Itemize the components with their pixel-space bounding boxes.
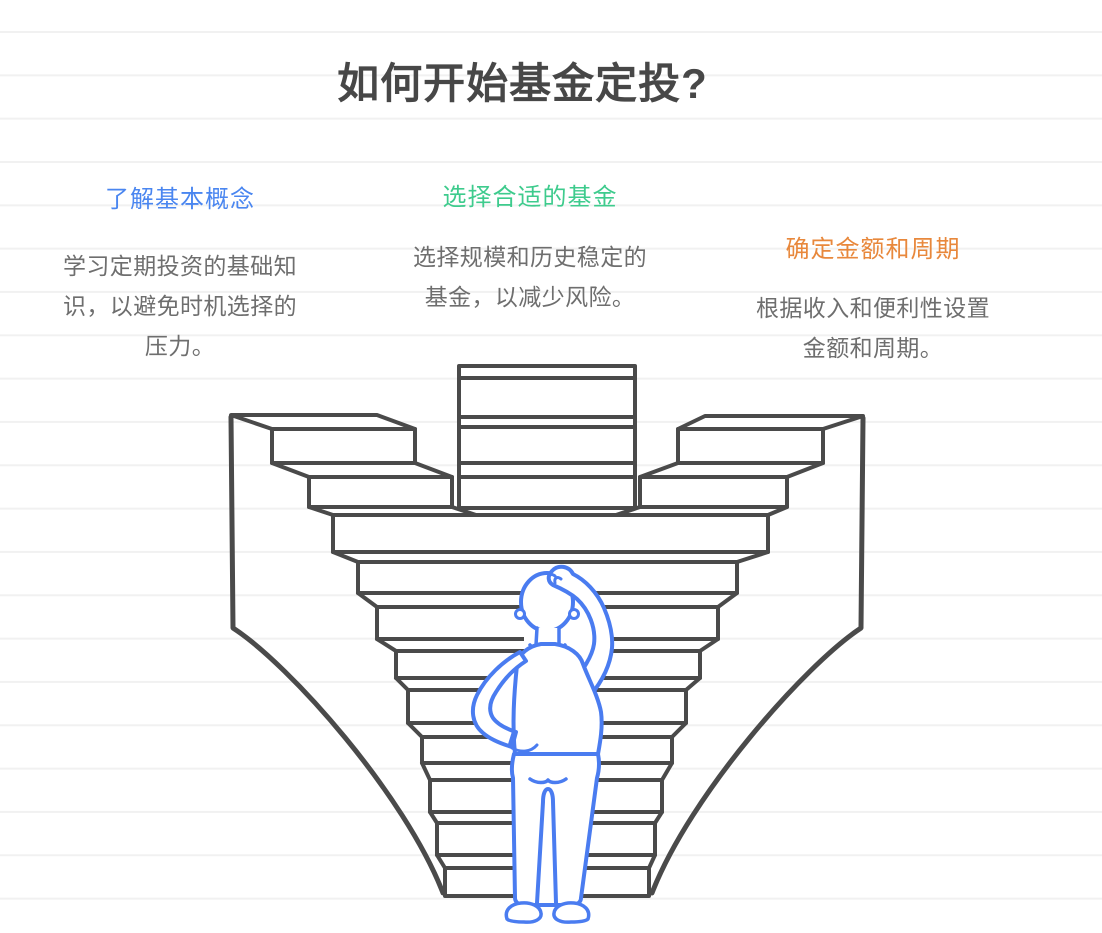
person-ear-right: [568, 608, 580, 620]
person-ear-left: [514, 608, 526, 620]
person-hand-on-hip: [510, 743, 539, 753]
left-tower: [229, 413, 478, 517]
step-3-title: 确定金额和周期: [785, 236, 961, 263]
left-wall: [228, 414, 446, 896]
person-shoe-right: [552, 901, 591, 924]
person-fingers: [547, 573, 563, 585]
person-akimbo-arm: [470, 650, 528, 749]
center-tower: [457, 364, 637, 517]
step-1-description: 学习定期投资的基础知识，以避免时机选择的压力。: [63, 253, 297, 359]
step-2-description: 选择规模和历史稳定的基金，以减少风险。: [413, 244, 647, 310]
right-tower: [614, 414, 865, 517]
right-wall: [649, 415, 866, 896]
person-shoe-left: [504, 901, 543, 924]
page-title: 如何开始基金定投?: [337, 60, 708, 108]
person-crotch-seam: [528, 777, 568, 785]
step-2-title: 选择合适的基金: [442, 184, 618, 211]
step-3-description: 根据收入和便利性设置金额和周期。: [756, 295, 990, 361]
step-1-title: 了解基本概念: [105, 186, 255, 213]
person-inner-legs: [535, 787, 558, 905]
person-cuff: [507, 728, 516, 748]
funnel-walls: [228, 414, 866, 896]
person-figure: [470, 564, 615, 924]
